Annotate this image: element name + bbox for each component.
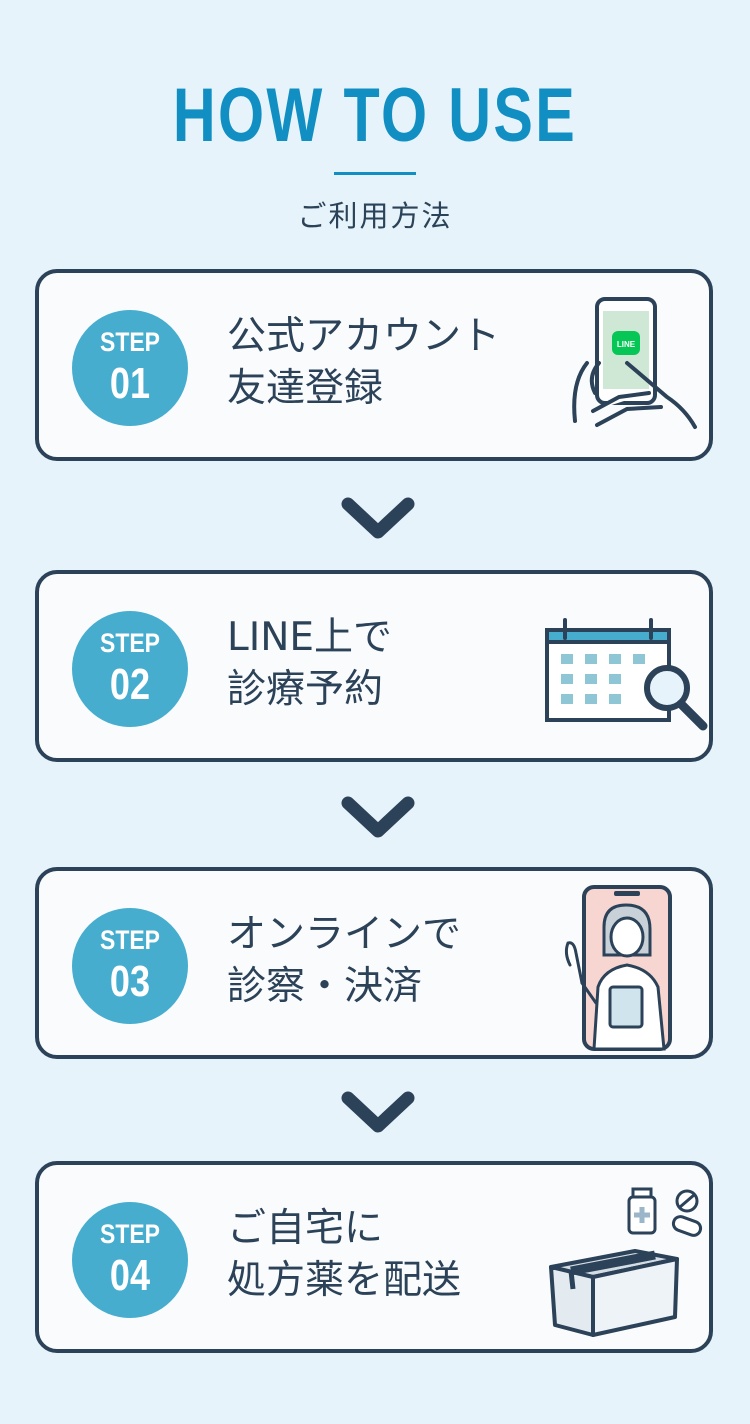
step-text-line2: 診察・決済	[227, 964, 423, 1009]
page-subtitle: ご利用方法	[297, 199, 453, 233]
step-text: LINE上で 診療予約	[227, 612, 547, 716]
step-text: ご自宅に 処方薬を配送	[227, 1203, 547, 1307]
chevron-down-icon	[341, 1091, 415, 1133]
step-badge: STEP 02	[72, 611, 188, 727]
calendar-search-icon	[545, 618, 708, 731]
chevron-down-icon	[341, 796, 415, 838]
phone-line-icon: LINE	[572, 297, 697, 429]
step-badge: STEP 04	[72, 1202, 188, 1318]
step-label: STEP	[100, 925, 160, 955]
step-number: 04	[109, 1251, 151, 1300]
step-number: 02	[109, 660, 151, 709]
chevron-down-icon	[341, 497, 415, 539]
step-text: オンラインで 診察・決済	[227, 909, 547, 1013]
step-text-line2: 処方薬を配送	[227, 1258, 462, 1303]
step-text-line2: 友達登録	[227, 366, 384, 411]
doctor-video-icon	[564, 885, 672, 1051]
step-text: 公式アカウント 友達登録	[227, 311, 547, 415]
step-label: STEP	[100, 628, 160, 658]
step-number: 01	[109, 359, 151, 408]
step-card-4: STEP 04 ご自宅に 処方薬を配送	[35, 1161, 713, 1353]
step-label: STEP	[100, 1219, 160, 1249]
line-app-label: LINE	[617, 340, 636, 349]
step-card-3: STEP 03 オンラインで 診察・決済	[35, 867, 713, 1059]
step-card-2: STEP 02 LINE上で 診療予約	[35, 570, 713, 762]
step-badge: STEP 03	[72, 908, 188, 1024]
step-label: STEP	[100, 327, 160, 357]
step-text-line1: オンラインで	[227, 912, 462, 957]
step-badge: STEP 01	[72, 310, 188, 426]
step-text-line2: 診療予約	[227, 667, 384, 712]
step-number: 03	[109, 957, 151, 1006]
step-text-line1: 公式アカウント	[227, 314, 501, 359]
step-text-line1: LINE上で	[227, 615, 393, 660]
medicine-box-icon	[549, 1187, 703, 1337]
title-underline	[334, 172, 416, 175]
page-title: HOW TO USE	[172, 73, 578, 158]
step-text-line1: ご自宅に	[227, 1206, 384, 1251]
step-card-1: STEP 01 公式アカウント 友達登録 LINE	[35, 269, 713, 461]
